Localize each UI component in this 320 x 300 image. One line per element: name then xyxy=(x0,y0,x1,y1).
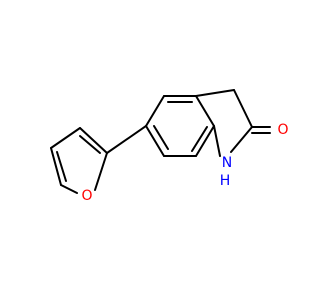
bond-c2-c3 xyxy=(195,95,215,127)
bond-furan-c3-c4 xyxy=(50,127,81,149)
bond-ch2-carbonyl xyxy=(233,89,253,128)
bond-n-c3 xyxy=(213,125,221,157)
bond-furan-o-c2 xyxy=(94,152,108,191)
bond-furan-c5-o xyxy=(60,184,78,194)
bond-furan-c4-c5 xyxy=(50,147,62,186)
structure-canvas: O N H O xyxy=(50,89,289,204)
molecule-structure: O N H O xyxy=(50,89,289,204)
bond-c6-c1 xyxy=(145,95,165,127)
furan-oxygen-label: O xyxy=(81,188,92,204)
bond-c5-c6 xyxy=(145,125,165,157)
bond-c2-ch2 xyxy=(195,89,235,97)
bond-c3-c4-inner xyxy=(191,126,208,152)
bond-furan-c2-c3-inner xyxy=(79,135,101,154)
nh-hydrogen-label: H xyxy=(220,173,231,189)
bond-lines xyxy=(50,89,271,194)
bond-c3-c4 xyxy=(195,125,215,157)
bond-furan-c2-c3 xyxy=(79,127,108,154)
bond-c5-c6-inner xyxy=(153,125,169,150)
bond-carbonyl-n xyxy=(230,126,253,153)
bond-furan-c4-c5-inner xyxy=(56,151,67,182)
bond-aryl-furan xyxy=(106,125,147,154)
nitrogen-label: N xyxy=(222,155,232,171)
carbonyl-oxygen-label: O xyxy=(277,122,288,138)
